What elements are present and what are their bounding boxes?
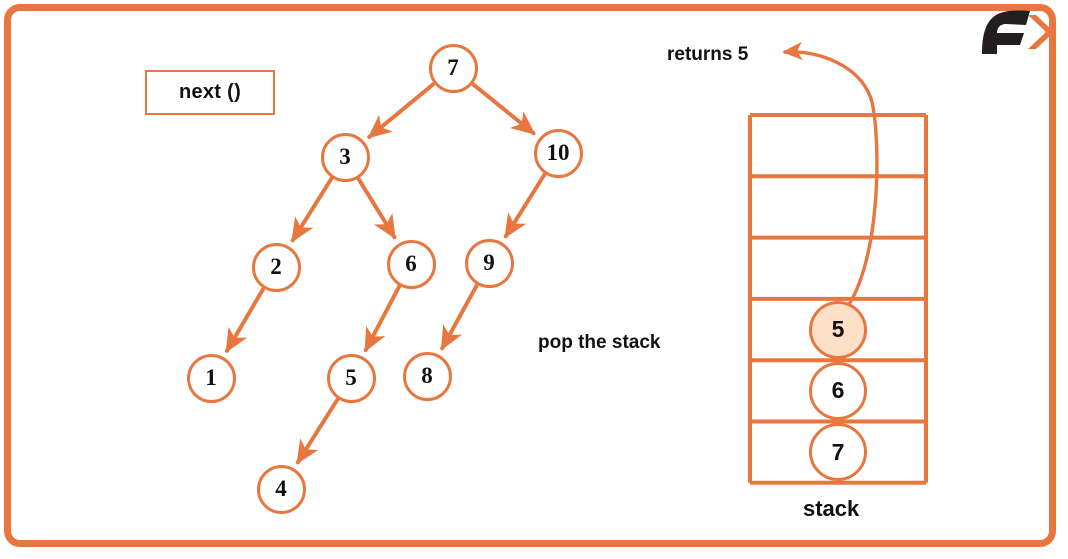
tree-node-5[interactable]: 5 <box>326 353 376 403</box>
tree-node-6[interactable]: 6 <box>386 239 436 289</box>
tree-node-value: 8 <box>421 363 433 388</box>
stack-item-value: 5 <box>831 316 845 343</box>
tree-node-value: 1 <box>205 365 217 390</box>
tree-edge-9-to-8 <box>440 283 479 351</box>
returns-arrow <box>781 41 879 307</box>
tree-node-3[interactable]: 3 <box>320 132 370 182</box>
next-call-box[interactable]: next () <box>145 70 275 115</box>
logo-f-shape <box>982 10 1030 55</box>
tree-edge-5-to-4 <box>295 397 340 465</box>
tree-edge-7-to-10 <box>470 82 536 136</box>
tree-node-1[interactable]: 1 <box>186 353 236 403</box>
pop-the-stack-label: pop the stack <box>538 332 661 353</box>
logo-chevron-icon <box>1028 15 1054 49</box>
stack-item-value: 6 <box>831 377 845 404</box>
tree-edge-group <box>224 82 547 465</box>
tree-edge-3-to-6 <box>356 176 397 240</box>
tree-node-7[interactable]: 7 <box>428 43 478 93</box>
tree-node-value: 3 <box>339 144 351 169</box>
tree-edge-10-to-9 <box>503 172 547 239</box>
f-chevron-logo <box>982 10 1054 55</box>
stack-item-6[interactable]: 6 <box>809 361 867 420</box>
stack-item-value: 7 <box>831 438 845 465</box>
tree-node-8[interactable]: 8 <box>402 351 452 401</box>
tree-node-value: 10 <box>546 140 570 165</box>
tree-node-value: 9 <box>483 250 495 275</box>
tree-node-10[interactable]: 10 <box>533 128 583 178</box>
tree-node-value: 6 <box>405 251 417 276</box>
stack-item-5[interactable]: 5 <box>809 300 867 359</box>
tree-node-value: 5 <box>345 365 357 390</box>
stack-item-7[interactable]: 7 <box>809 423 867 482</box>
tree-node-value: 4 <box>275 476 287 501</box>
stack-container: 5 6 7 <box>750 115 926 483</box>
tree-node-2[interactable]: 2 <box>251 242 301 292</box>
tree-edge-6-to-5 <box>363 284 402 353</box>
tree-edge-3-to-2 <box>290 176 334 243</box>
returns-label: returns 5 <box>667 44 749 65</box>
tree-node-value: 2 <box>270 254 282 279</box>
tree-node-value: 7 <box>447 55 459 80</box>
tree-node-4[interactable]: 4 <box>256 464 306 514</box>
stack-title-label: stack <box>803 496 860 521</box>
next-call-label: next () <box>178 81 242 103</box>
tree-edge-2-to-1 <box>224 287 266 353</box>
stack-grid <box>748 113 928 485</box>
tree-node-9[interactable]: 9 <box>464 238 514 288</box>
tree-edge-7-to-3 <box>367 82 436 139</box>
